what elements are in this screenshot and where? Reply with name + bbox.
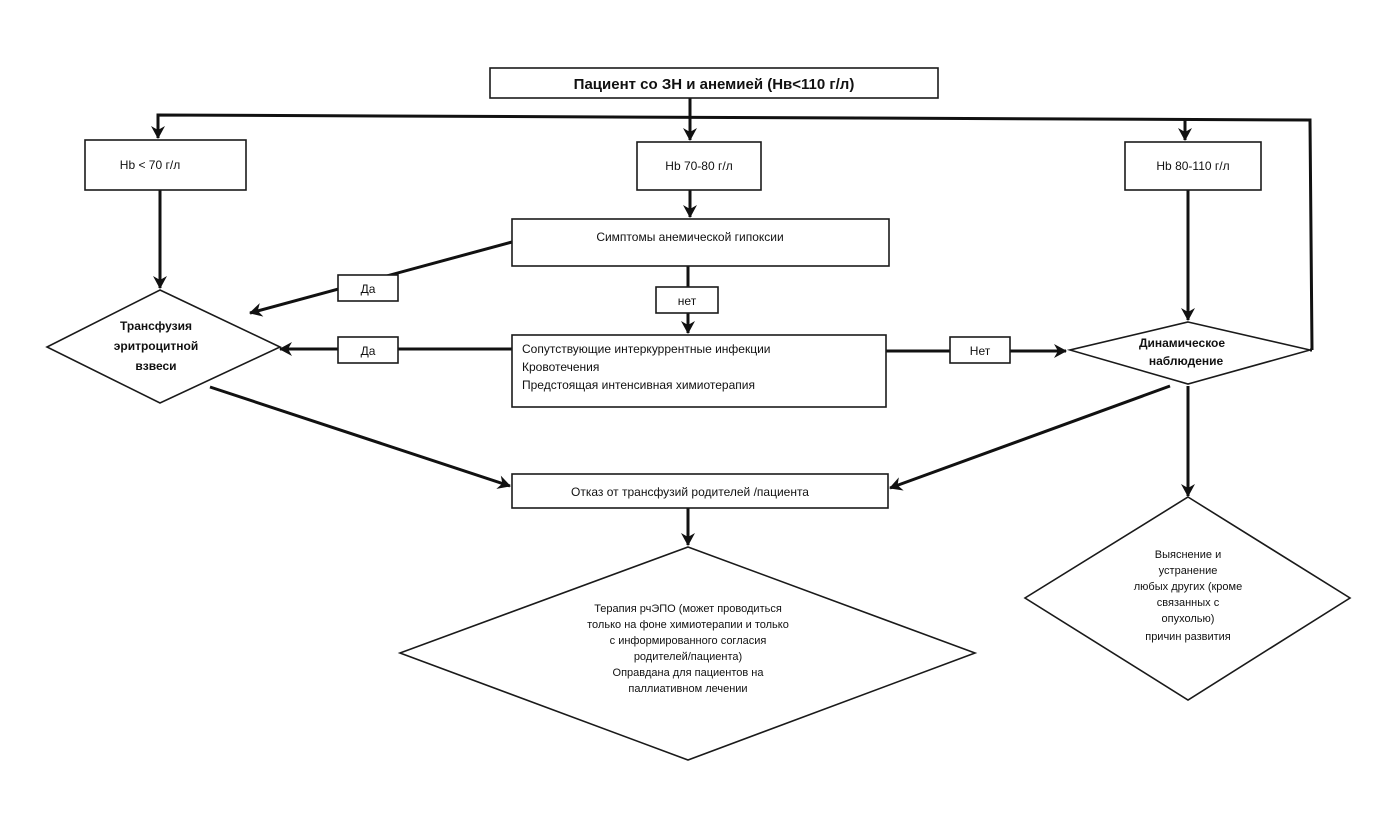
hb-low-label: Hb < 70 г/л <box>120 158 180 172</box>
hb-high-label: Hb 80-110 г/л <box>1156 159 1229 173</box>
epo-line-3: с информированного согласия <box>610 635 767 647</box>
other-causes-line-2: устранение <box>1159 565 1218 577</box>
epo-line-2: только на фоне химиотерапии и только <box>587 619 789 631</box>
other-causes-line-3: любых других (кроме <box>1134 581 1242 593</box>
refusal-box: Отказ от трансфузий родителей /пациента <box>511 473 889 509</box>
hb-mid-label: Hb 70-80 г/л <box>665 159 732 173</box>
yes-label-1: Да <box>361 282 376 296</box>
condition-bleeding: Кровотечения <box>522 360 599 374</box>
other-causes-line-1: Выяснение и <box>1155 549 1221 561</box>
other-causes-line-4: связанных с <box>1157 597 1220 609</box>
epo-line-5: Оправдана для пациентов на <box>613 667 765 679</box>
hb-mid-box: Hb 70-80 г/л <box>636 141 762 191</box>
condition-chemo: Предстоящая интенсивная химиотерапия <box>522 378 755 392</box>
symptoms-box: Симптомы анемической гипоксии <box>511 218 890 267</box>
transfusion-line-1: Трансфузия <box>120 319 192 333</box>
observation-line-2: наблюдение <box>1149 354 1224 368</box>
no-label-1: нет <box>678 294 697 308</box>
condition-infections: Сопутствующие интеркуррентные инфекции <box>522 342 771 356</box>
epo-therapy-diamond: Терапия рчЭПО (может проводиться только … <box>397 546 978 761</box>
start-label: Пациент со ЗН и анемией (Нв<110 г/л) <box>574 76 855 93</box>
observation-diamond: Динамическое наблюдение <box>1066 321 1311 385</box>
yes-label-box-1: Да <box>337 274 399 302</box>
other-causes-diamond: Выяснение и устранение любых других (кро… <box>1023 496 1352 701</box>
hb-high-box: Hb 80-110 г/л <box>1124 141 1262 191</box>
epo-line-4: родителей/пациента) <box>634 651 742 663</box>
no-label-box-2: Нет <box>949 336 1011 364</box>
arrow-observation-to-refusal <box>889 384 1171 491</box>
hb-low-box: Hb < 70 г/л <box>84 139 247 191</box>
other-causes-line-6: причин развития <box>1145 631 1231 643</box>
arrow-transfusion-to-refusal <box>209 385 511 489</box>
no-label-box-1: нет <box>655 286 719 314</box>
other-causes-line-5: опухолью) <box>1162 613 1215 625</box>
transfusion-diamond: Трансфузия эритроцитной взвеси <box>45 289 282 404</box>
start-box: Пациент со ЗН и анемией (Нв<110 г/л) <box>489 67 939 99</box>
yes-label-box-2: Да <box>337 336 399 364</box>
refusal-label: Отказ от трансфузий родителей /пациента <box>571 485 809 499</box>
conditions-box: Сопутствующие интеркуррентные инфекции К… <box>511 334 887 408</box>
epo-line-1: Терапия рчЭПО (может проводиться <box>594 603 782 615</box>
observation-line-1: Динамическое <box>1139 336 1225 350</box>
symptoms-label: Симптомы анемической гипоксии <box>596 230 783 244</box>
yes-label-2: Да <box>361 344 376 358</box>
transfusion-line-2: эритроцитной <box>114 339 198 353</box>
no-label-2: Нет <box>970 344 991 358</box>
epo-line-6: паллиативном лечении <box>628 683 747 695</box>
transfusion-line-3: взвеси <box>135 359 176 373</box>
